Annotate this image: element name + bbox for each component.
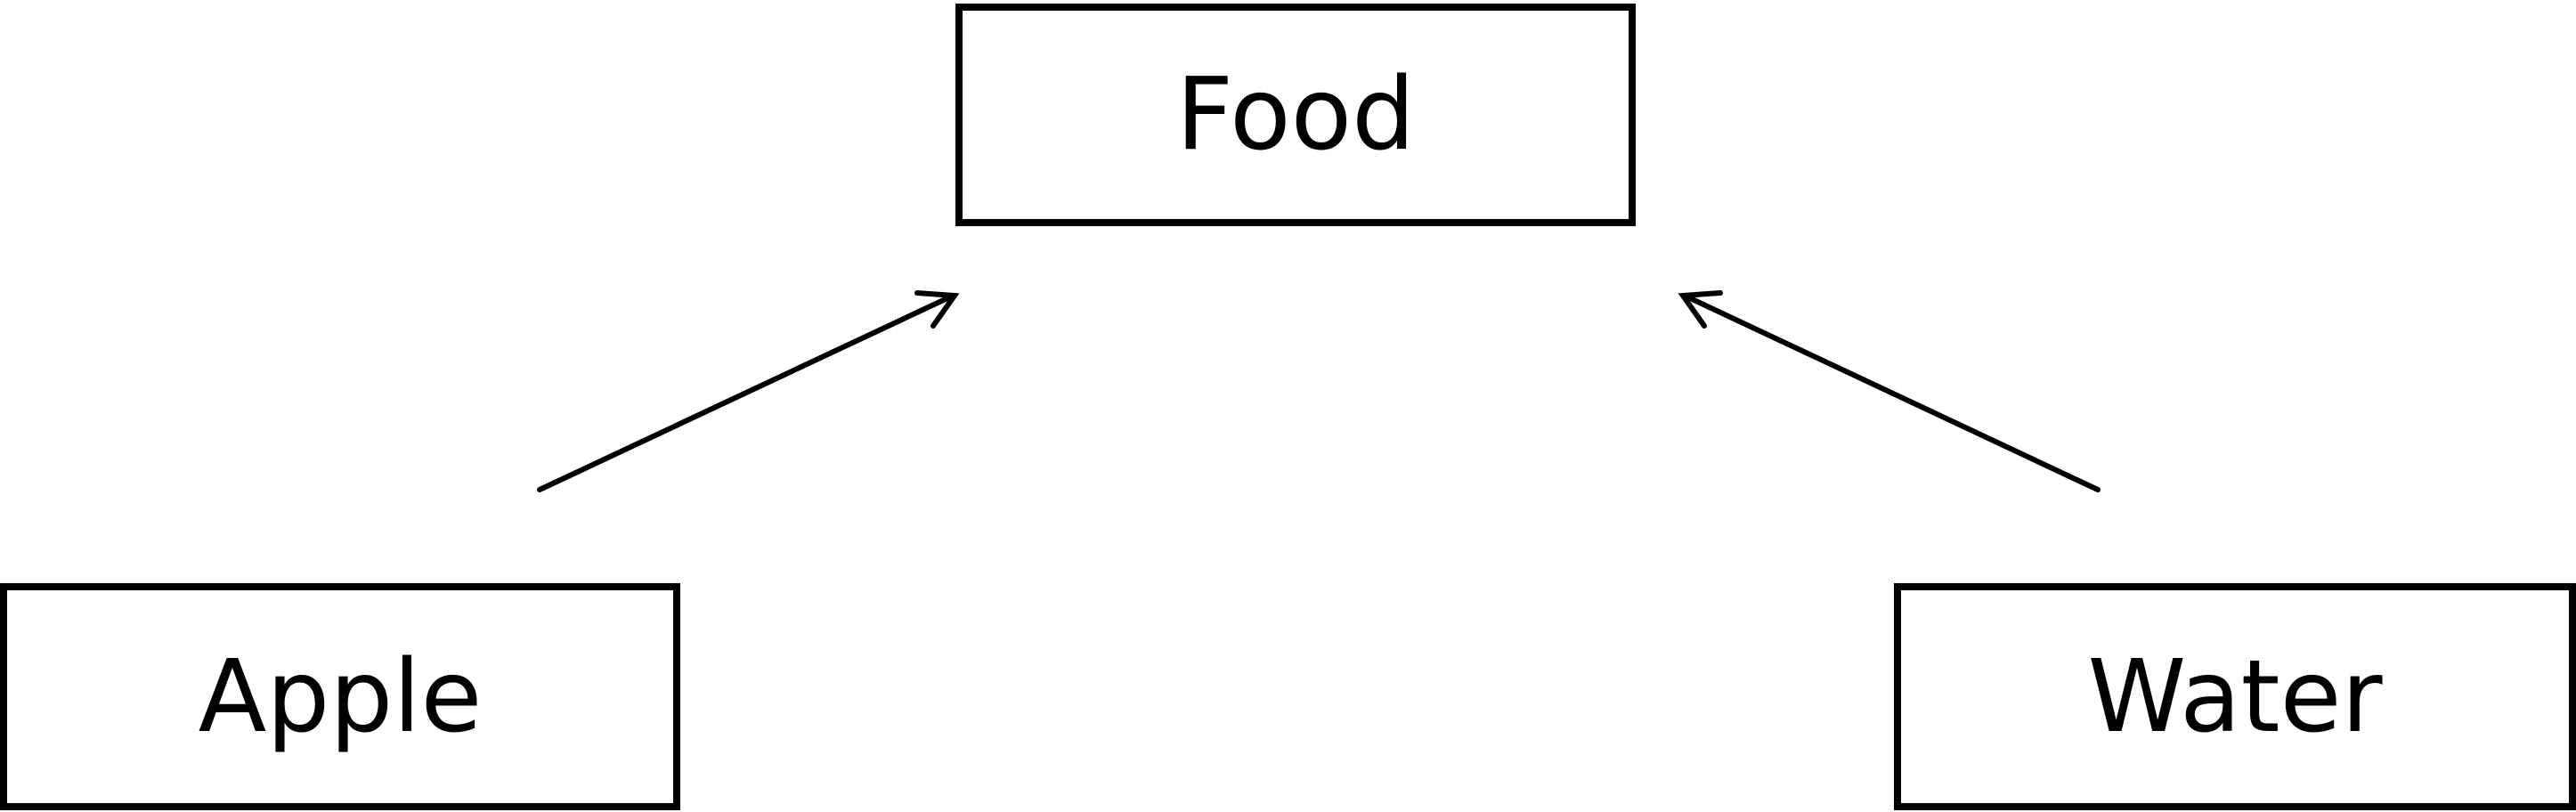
arrowhead-icon — [1678, 290, 1723, 329]
apple-node: Apple — [0, 583, 680, 810]
water-node: Water — [1894, 583, 2576, 810]
arrowhead-icon — [914, 290, 960, 329]
edge-water-to-food-line — [1686, 295, 2101, 492]
edge-water-to-food — [1678, 290, 2101, 492]
food-node-label: Food — [1175, 57, 1416, 173]
apple-node-label: Apple — [198, 638, 483, 755]
food-node: Food — [955, 4, 1636, 226]
edge-apple-to-food-line — [537, 295, 952, 492]
edge-apple-to-food — [537, 290, 960, 492]
water-node-label: Water — [2087, 638, 2383, 755]
